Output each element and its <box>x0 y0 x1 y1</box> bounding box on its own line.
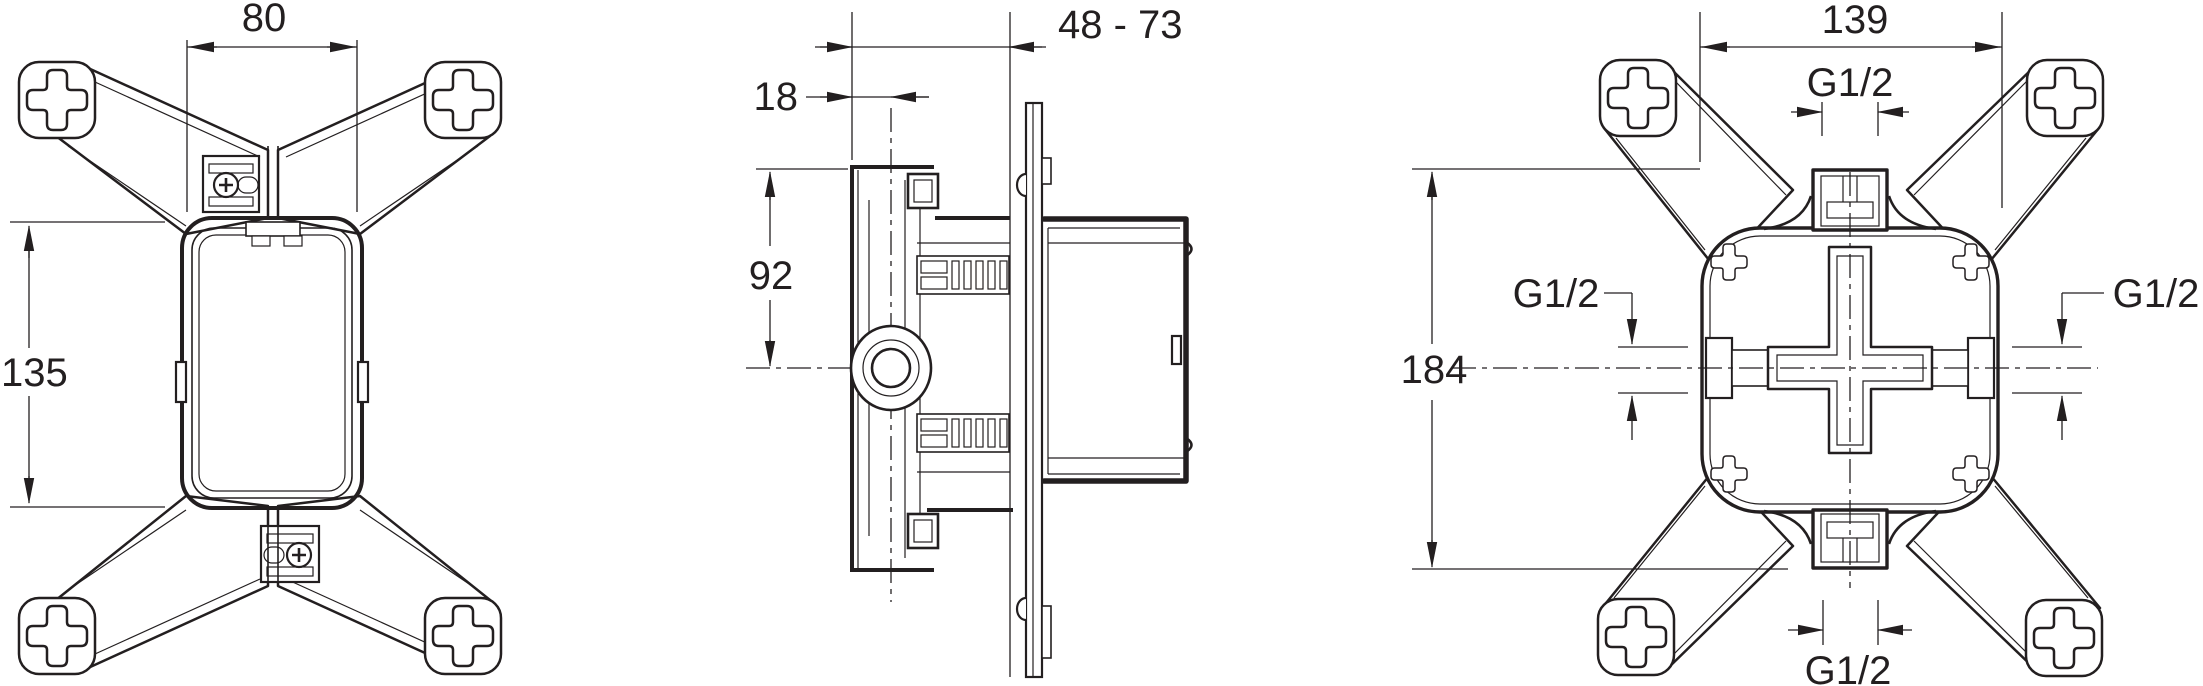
thread-label-bottom: G1/2 <box>1788 600 1912 686</box>
back-view-drawing: 139 184 G1/2 G1/2 G1/2 <box>1401 0 2200 686</box>
housing-slot <box>1170 334 1183 366</box>
dimension-back-height: 184 <box>1401 168 1788 570</box>
side-clip <box>174 360 188 404</box>
side-port <box>849 324 933 412</box>
dimension-front-height: 135 <box>1 221 165 508</box>
thread-left-label: G1/2 <box>1513 272 1600 316</box>
side-view-drawing: 18 48 - 73 92 <box>746 3 1193 679</box>
thread-bottom-label: G1/2 <box>1805 649 1892 686</box>
protection-housing <box>927 216 1193 512</box>
rib-group <box>916 255 1010 295</box>
dimension-front-width: 80 <box>186 0 358 212</box>
front-view-drawing: 80 135 <box>1 0 503 676</box>
protection-box <box>180 216 364 510</box>
thread-label-left: G1/2 <box>1513 272 1688 440</box>
dimension-wall-offset: 18 <box>754 75 929 119</box>
dim-back-width-label: 139 <box>1822 0 1889 42</box>
screw-icon <box>212 171 240 199</box>
thread-top-label: G1/2 <box>1807 61 1894 105</box>
dim-front-width-label: 80 <box>242 0 287 40</box>
dimension-depth-range: 48 - 73 <box>815 3 1183 53</box>
mounting-plate <box>1015 101 1052 679</box>
screw-icon <box>285 541 313 569</box>
rib-group <box>916 413 1010 453</box>
dimension-center-height: 92 <box>749 168 848 367</box>
dimension-back-width: 139 <box>1699 0 2003 208</box>
dim-center-height-label: 92 <box>749 254 794 298</box>
thread-label-top: G1/2 <box>1791 61 1909 136</box>
thread-right-label: G1/2 <box>2113 272 2200 316</box>
dim-depth-range-label: 48 - 73 <box>1058 3 1183 47</box>
thread-label-right: G1/2 <box>2012 272 2199 440</box>
dim-back-height-label: 184 <box>1401 348 1468 392</box>
dim-wall-offset-label: 18 <box>754 75 799 119</box>
side-clip <box>356 360 370 404</box>
dim-front-height-label: 135 <box>1 351 68 395</box>
